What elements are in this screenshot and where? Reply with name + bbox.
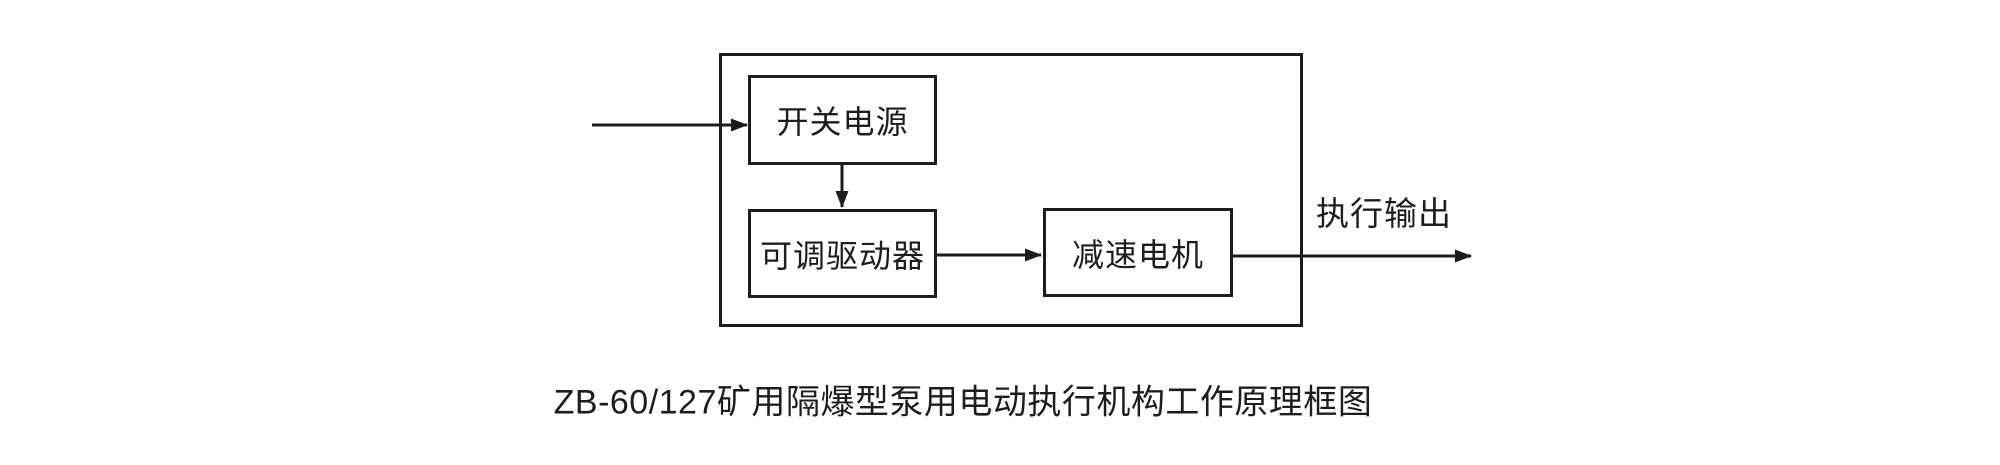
block-gear-motor: 减速电机 — [1043, 208, 1233, 297]
enclosure-boundary-box — [719, 53, 1303, 327]
diagram-caption: ZB-60/127矿用隔爆型泵用电动执行机构工作原理框图 — [553, 383, 1373, 422]
block-switch-power: 开关电源 — [748, 75, 937, 165]
block-adjustable-driver-label: 可调驱动器 — [759, 237, 925, 274]
block-adjustable-driver: 可调驱动器 — [748, 209, 937, 298]
block-switch-power-label: 开关电源 — [776, 104, 909, 140]
block-gear-motor-label: 减速电机 — [1071, 236, 1204, 273]
output-label: 执行输出 — [1316, 195, 1452, 232]
